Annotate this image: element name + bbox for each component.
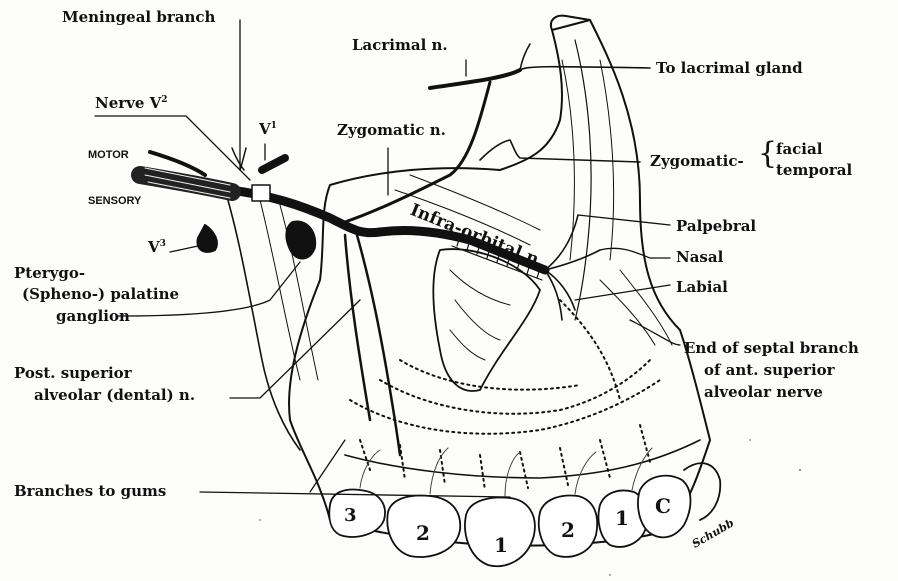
maxilla-outline [289,20,710,546]
post-superior-alveolar-nerve [355,228,400,455]
label-palpebral: Palpebral [676,219,756,234]
tooth-label-3: 3 [344,507,357,525]
label-motor: MOTOR [88,150,129,161]
v1-sup: 1 [271,121,277,131]
label-pterygo-1: Pterygo- [14,266,85,281]
nerve-v2-text: Nerve V [95,94,161,112]
zygomatic-brace: { [758,139,777,169]
label-nasal: Nasal [676,250,723,265]
label-meningeal-branch: Meningeal branch [62,10,215,25]
dental-plexus [350,300,660,490]
label-pterygo-2: (Spheno-) palatine [22,287,179,302]
v1-text: V [259,120,271,138]
label-labial: Labial [676,280,728,295]
label-pterygo-3: ganglion [56,309,130,324]
label-end-septal-2: of ant. superior [704,363,835,378]
tooth-label-2b: 2 [561,520,575,540]
label-end-septal-3: alveolar nerve [704,385,823,400]
label-sensory: SENSORY [88,196,141,207]
pterygopalatine-ganglion [286,221,315,259]
label-facial: facial [776,142,822,157]
nerve-v2-sup: 2 [161,95,167,105]
label-v3: V3 [148,240,166,255]
infraorbital-foramen-region [433,249,540,391]
terminal-branches [545,215,600,320]
v3-text: V [148,238,160,256]
label-end-septal-1: End of septal branch [684,341,859,356]
label-zygomatic: Zygomatic- [650,154,744,169]
label-lacrimal-n: Lacrimal n. [352,38,448,53]
v3-sup: 3 [160,239,166,249]
tooth-label-1b: 1 [615,508,629,528]
label-post-superior-2: alveolar (dental) n. [34,388,195,403]
lacrimal-nerve [430,70,520,88]
label-post-superior-1: Post. superior [14,366,132,381]
label-v1: V1 [259,122,277,137]
nerve-v3 [197,225,217,252]
frontal-process-ridge [575,40,591,320]
label-to-lacrimal-gland: To lacrimal gland [656,61,803,76]
label-nerve-v2: Nerve V2 [95,96,168,111]
tooth-molar-3 [329,490,385,537]
tooth-label-2a: 2 [416,523,430,543]
tooth-label-1a: 1 [494,535,508,555]
label-branches-to-gums: Branches to gums [14,484,166,499]
label-temporal: temporal [776,163,852,178]
label-zygomatic-n: Zygomatic n. [337,123,446,138]
tooth-label-c: C [655,496,671,516]
